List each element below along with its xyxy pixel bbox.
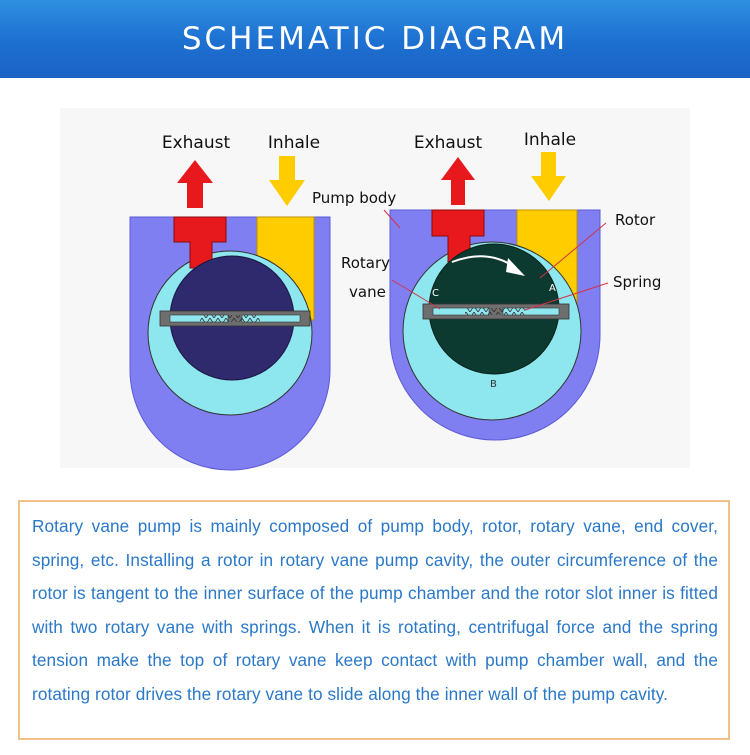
rotary-label: Rotary [341,254,390,272]
pump-body-pointer [383,209,401,229]
right-exhaust-arrow-icon [441,157,475,205]
pump-schematic: Exhaust Inhale C A B Exhaust Inhale Pump… [129,130,661,471]
right-spring [465,308,525,315]
point-c-label: C [432,288,439,299]
left-exhaust-arrow-icon [177,160,213,208]
point-a-label: A [549,283,556,294]
spring-pointer [524,282,609,311]
right-pump: C A B Exhaust Inhale Pump body Rotor Spr… [312,130,661,441]
right-inhale-label: Inhale [524,130,576,150]
left-spring [200,315,260,322]
rotary-vane-pointer [391,279,441,310]
rotor-label: Rotor [615,211,656,229]
page-title: SCHEMATIC DIAGRAM [181,21,569,57]
spring-label: Spring [613,273,661,291]
description-text: Rotary vane pump is mainly composed of p… [32,516,718,704]
header-banner: SCHEMATIC DIAGRAM [0,0,750,78]
vane-label: vane [349,283,386,301]
right-exhaust-label: Exhaust [414,133,483,153]
description-box: Rotary vane pump is mainly composed of p… [18,500,730,740]
left-pump: Exhaust Inhale [129,133,331,471]
pump-body-label: Pump body [312,189,396,207]
rotation-arrowhead-icon [506,258,525,276]
left-inhale-arrow-icon [269,156,305,206]
right-inhale-arrow-icon [531,152,566,201]
point-b-label: B [490,379,497,390]
rotor-pointer [539,222,607,279]
left-exhaust-label: Exhaust [162,133,231,153]
left-inhale-label: Inhale [268,133,320,153]
